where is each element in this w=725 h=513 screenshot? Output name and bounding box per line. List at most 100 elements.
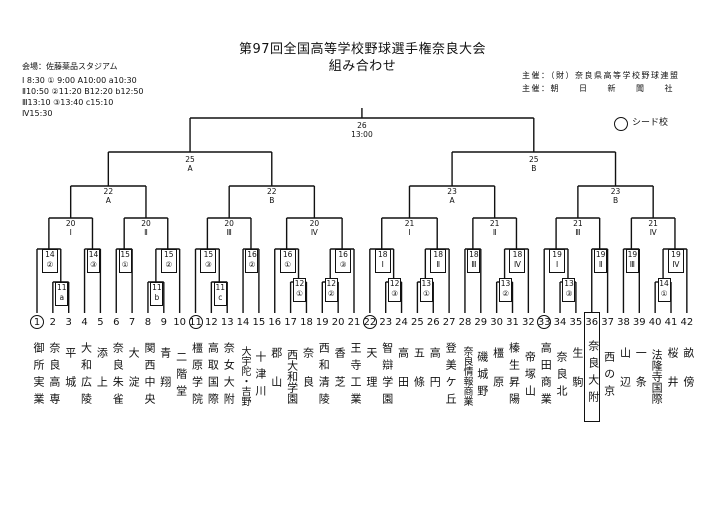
team-name: 奈良北 xyxy=(555,350,569,402)
organizer-2: 主催：朝 日 新 聞 社 xyxy=(522,84,674,93)
r16-round-label: 20 xyxy=(224,219,234,228)
semi-round-label: 25 xyxy=(185,155,195,164)
team-number: 37 xyxy=(601,317,614,328)
quarter-slot-label: A xyxy=(450,196,456,205)
quarter-slot-label: B xyxy=(613,196,618,205)
match-round: 16 xyxy=(338,250,348,259)
team-number: 6 xyxy=(113,317,119,328)
match-round: 14 xyxy=(88,250,99,259)
team-name: 高取国際 xyxy=(206,342,220,410)
match-slot: Ⅳ xyxy=(513,260,521,269)
team-name: 桜井 xyxy=(666,347,679,405)
team-number: 9 xyxy=(161,317,167,328)
team-number: 16 xyxy=(268,317,281,328)
match-slot: ② xyxy=(502,289,509,298)
r16-slot-label: Ⅰ xyxy=(70,228,72,237)
team-name: 香芝 xyxy=(333,347,347,405)
match-round: 13 xyxy=(564,279,574,288)
match-slot: ③ xyxy=(90,260,97,269)
team-name: 王寺工業 xyxy=(349,342,362,410)
r16-slot-label: Ⅲ xyxy=(227,228,232,237)
team-number: 26 xyxy=(427,317,440,328)
r16-round-label: 20 xyxy=(141,219,151,228)
team-name: 生駒 xyxy=(570,347,584,405)
r16-slot-label: Ⅲ xyxy=(575,228,580,237)
team-number: 4 xyxy=(81,317,87,328)
r16-round-label: 20 xyxy=(310,219,320,228)
team-name: 十津川 xyxy=(253,350,267,402)
team-name: 西大和学園 xyxy=(285,348,299,404)
team-name: 御所実業 xyxy=(32,342,45,410)
team-number: 29 xyxy=(474,317,487,328)
team-name: 高田 xyxy=(396,347,410,405)
match-slot: ② xyxy=(46,260,54,269)
semi-slot-label: B xyxy=(531,164,536,173)
r16-slot-label: Ⅱ xyxy=(493,228,497,237)
match-slot: ② xyxy=(248,260,256,269)
team-number: 3 xyxy=(66,317,72,328)
r16-round-label: 20 xyxy=(66,219,76,228)
team-name: 天理 xyxy=(364,347,378,405)
final-round-label: 26 xyxy=(357,121,367,130)
match-round: 18 xyxy=(512,250,523,259)
match-slot: Ⅰ xyxy=(555,260,559,269)
team-name: 登美ケ丘 xyxy=(444,342,458,410)
team-number: 36 xyxy=(585,317,598,328)
match-round: 19 xyxy=(671,250,681,259)
match-slot: ② xyxy=(327,289,335,298)
team-name: 高円 xyxy=(428,347,442,405)
r16-round-label: 21 xyxy=(490,219,500,228)
team-name: 添上 xyxy=(95,347,109,405)
team-number: 25 xyxy=(411,317,424,328)
quarter-round-label: 22 xyxy=(104,187,114,196)
team-name: 高田商業 xyxy=(539,342,553,410)
team-name: 関西中央 xyxy=(142,342,156,410)
team-name: 畝傍 xyxy=(681,347,695,405)
team-name: 大淀 xyxy=(127,347,141,405)
team-number: 21 xyxy=(348,317,361,328)
match-round: 18 xyxy=(377,250,388,259)
team-name: 智辯学園 xyxy=(380,342,394,410)
team-number: 12 xyxy=(205,317,218,328)
quarter-round-label: 23 xyxy=(447,187,457,196)
final-time-label: 13:00 xyxy=(351,130,373,139)
team-number: 39 xyxy=(633,317,646,328)
team-name: 磯城野 xyxy=(475,350,489,402)
quarter-round-label: 22 xyxy=(267,187,277,196)
match-round: 19 xyxy=(552,250,562,259)
match-round: 12 xyxy=(294,279,305,288)
r16-slot-label: Ⅰ xyxy=(408,228,410,237)
semi-round-label: 25 xyxy=(529,155,539,164)
r16-slot-label: Ⅳ xyxy=(650,228,657,237)
match-round: 15 xyxy=(203,250,214,259)
team-number: 17 xyxy=(284,317,297,328)
team-number: 2 xyxy=(50,317,56,328)
match-slot: Ⅰ xyxy=(381,260,384,269)
r16-round-label: 21 xyxy=(573,219,583,228)
team-name: 橿原 xyxy=(491,347,505,405)
team-number: 35 xyxy=(570,317,583,328)
match-round: 11 xyxy=(215,283,226,292)
team-number: 24 xyxy=(395,317,408,328)
team-number: 18 xyxy=(300,317,313,328)
team-number: 27 xyxy=(443,317,456,328)
seed-legend-label: シード校 xyxy=(632,118,669,128)
match-slot: c xyxy=(218,293,223,302)
team-number: 10 xyxy=(173,317,186,328)
schedule-block: Ⅰ 8:30 ① 9:00 A10:00 a10:30 Ⅱ10:50 ②11:2… xyxy=(22,75,202,119)
match-round: 11 xyxy=(56,283,67,292)
